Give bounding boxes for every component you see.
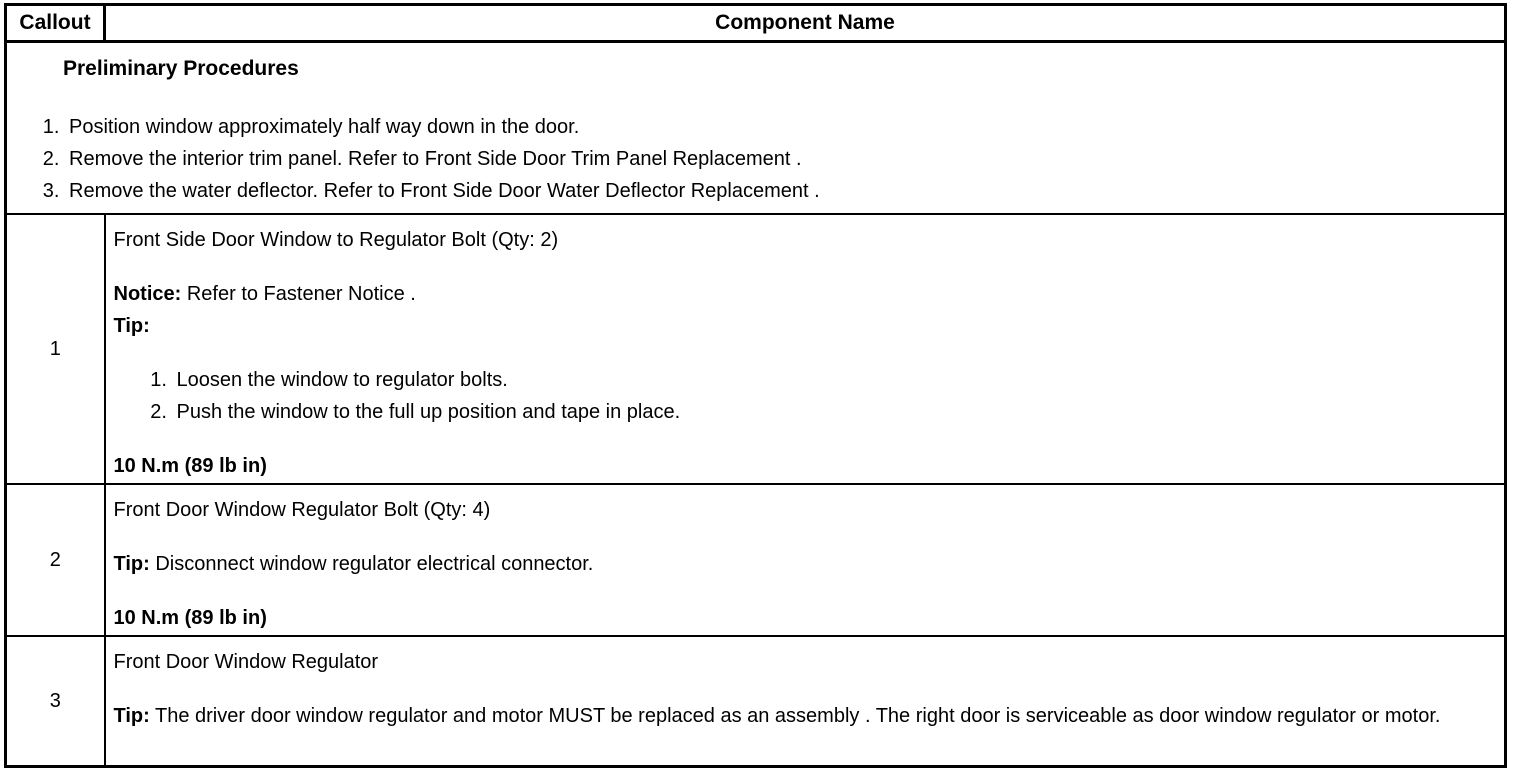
component-cell-2: Front Door Window Regulator Bolt (Qty: 4… [103, 483, 1507, 637]
tip-step-2: Push the window to the full up position … [173, 396, 1495, 428]
tip-steps-list: Loosen the window to regulator bolts. Pu… [114, 364, 1495, 428]
notice-label: Notice: [113, 283, 182, 305]
component-title: Front Door Window Regulator [113, 651, 379, 673]
torque-spec: 10 N.m (89 lb in) [113, 455, 267, 477]
tip-line: Tip: The driver door window regulator an… [114, 700, 1495, 732]
callout-number-3: 3 [4, 635, 106, 768]
header-row: Callout Component Name [4, 3, 1507, 43]
component-table: Callout Component Name Preliminary Proce… [4, 3, 1507, 768]
preliminary-procedures-row: Preliminary Procedures Position window a… [4, 40, 1507, 215]
tip-text: Disconnect window regulator electrical c… [149, 553, 594, 575]
table-row-callout-1: 1 Front Side Door Window to Regulator Bo… [4, 213, 1507, 485]
tip-label: Tip: [113, 315, 150, 337]
preliminary-steps-list: Position window approximately half way d… [7, 111, 1492, 207]
notice-text: Refer to Fastener Notice . [181, 283, 416, 305]
callout-column-header: Callout [4, 3, 106, 43]
notice-line: Notice: Refer to Fastener Notice . [114, 278, 1495, 310]
callout-number-2: 2 [4, 483, 106, 637]
tip-line: Tip: Disconnect window regulator electri… [114, 548, 1495, 580]
tip-line: Tip: [114, 310, 1495, 342]
preliminary-procedures-title: Preliminary Procedures [63, 57, 299, 80]
component-name-column-header: Component Name [103, 3, 1507, 43]
torque-spec: 10 N.m (89 lb in) [113, 607, 267, 629]
component-title: Front Side Door Window to Regulator Bolt… [113, 229, 559, 251]
preliminary-step-2: Remove the interior trim panel. Refer to… [65, 143, 1492, 175]
component-cell-3: Front Door Window Regulator Tip: The dri… [103, 635, 1507, 768]
component-title: Front Door Window Regulator Bolt (Qty: 4… [113, 499, 491, 521]
preliminary-step-1: Position window approximately half way d… [65, 111, 1492, 143]
table-row-callout-3: 3 Front Door Window Regulator Tip: The d… [4, 635, 1507, 768]
component-cell-1: Front Side Door Window to Regulator Bolt… [103, 213, 1507, 485]
tip-label: Tip: [113, 705, 150, 727]
tip-text: The driver door window regulator and mot… [149, 705, 1441, 727]
preliminary-procedures-cell: Preliminary Procedures Position window a… [4, 40, 1507, 215]
tip-label: Tip: [113, 553, 150, 575]
preliminary-step-3: Remove the water deflector. Refer to Fro… [65, 175, 1492, 207]
tip-step-1: Loosen the window to regulator bolts. [173, 364, 1495, 396]
table-row-callout-2: 2 Front Door Window Regulator Bolt (Qty:… [4, 483, 1507, 637]
callout-number-1: 1 [4, 213, 106, 485]
